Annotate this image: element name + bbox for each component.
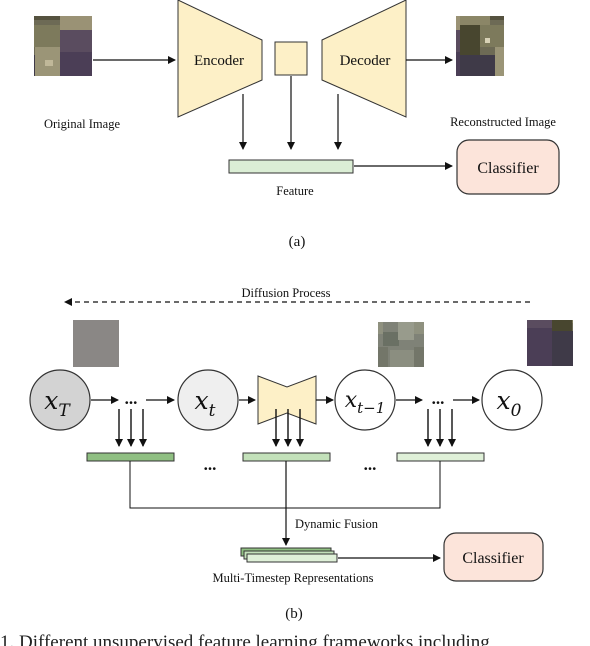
node-xT (29, 369, 91, 431)
triple-arrow-right (424, 409, 456, 447)
node-x0 (481, 369, 543, 431)
ellipsis-3: ... (204, 455, 217, 474)
node-xt-minus-1-label: xt−1 (345, 388, 386, 417)
multi-timestep-label: Multi-Timestep Representations (213, 571, 374, 585)
encoder-label: Encoder (194, 53, 244, 69)
multi-timestep-representation-stack (240, 547, 338, 563)
classifier-label-a: Classifier (477, 160, 539, 177)
reconstructed-image-thumbnail (456, 16, 504, 76)
node-xT-label: xT (44, 386, 71, 421)
triple-arrow-left (115, 409, 147, 447)
noise-image-thumbnail (73, 320, 119, 367)
feature-bar-xt (242, 452, 331, 462)
triple-arrow-middle (272, 409, 304, 447)
fusion-connector (129, 461, 441, 509)
reconstructed-image-label: Reconstructed Image (450, 115, 556, 129)
feature-bar-xt-minus-1 (396, 452, 485, 462)
original-image-label: Original Image (44, 117, 120, 131)
node-x0-label: x0 (497, 386, 522, 421)
panel-a-caption: (a) (289, 234, 306, 250)
node-xt-minus-1 (334, 369, 396, 431)
panel-b-caption: (b) (285, 606, 303, 622)
partially-denoised-image-thumbnail (378, 322, 424, 367)
latent-block (274, 41, 308, 76)
clean-image-thumbnail (527, 320, 573, 366)
original-image-thumbnail (34, 16, 92, 76)
decoder-label: Decoder (340, 53, 391, 69)
feature-bar (228, 159, 354, 174)
node-xt-label: xt (195, 386, 216, 421)
diffusion-process-label: Diffusion Process (241, 286, 330, 300)
classifier-label-b: Classifier (462, 550, 524, 567)
encoder-block (177, 0, 263, 118)
node-xt (177, 369, 239, 431)
feature-label: Feature (276, 184, 314, 198)
ellipsis-4: ... (364, 455, 377, 474)
classifier-box-b (443, 532, 544, 582)
ellipsis-1: ... (125, 389, 138, 408)
feature-bar-xT (86, 452, 175, 462)
dynamic-fusion-label: Dynamic Fusion (295, 517, 379, 531)
classifier-box-a (456, 139, 560, 195)
denoising-network-block (257, 375, 317, 425)
decoder-block (321, 0, 407, 118)
figure-caption: 1. Different unsupervised feature learni… (0, 632, 490, 646)
ellipsis-2: ... (432, 389, 445, 408)
